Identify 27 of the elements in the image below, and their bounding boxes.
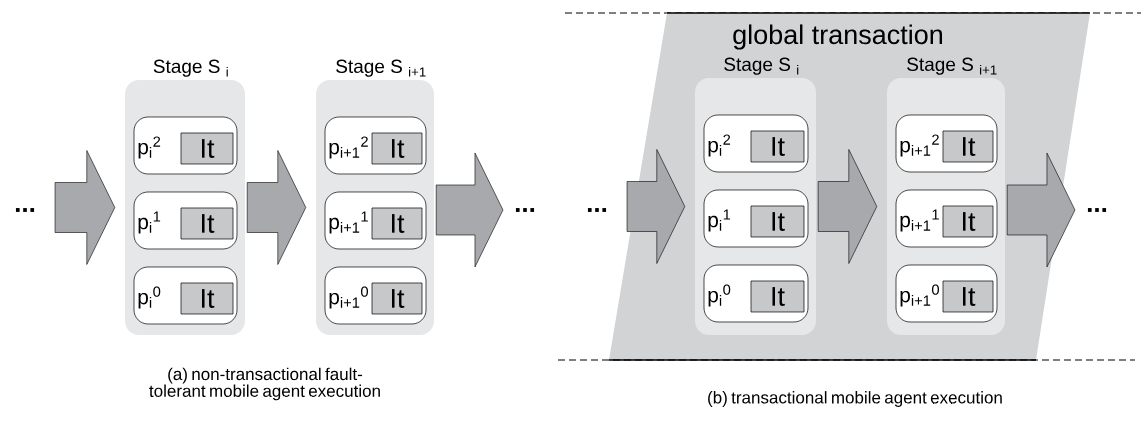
- item-box: It: [180, 132, 234, 165]
- block-arrow: [435, 152, 504, 268]
- item-box: It: [180, 282, 234, 315]
- block-arrow: [626, 149, 686, 264]
- item-box: It: [750, 280, 805, 313]
- node-label: Stage S $_{i}$: [153, 59, 228, 77]
- caption: (a) non-transactional fault-tolerant mobile agent execution: [149, 367, 380, 401]
- block-arrow: [817, 149, 878, 264]
- item-box: It: [180, 207, 234, 240]
- ellipsis: ...: [587, 208, 607, 212]
- node-label: Stage S $_{i+1}$: [336, 59, 426, 77]
- block-arrow: [246, 150, 307, 265]
- item-box: It: [750, 130, 805, 163]
- item-box: It: [942, 280, 994, 313]
- item-box: It: [371, 132, 423, 165]
- ellipsis: ...: [15, 208, 35, 212]
- node-label: Stage S $_{i+1}$: [907, 57, 997, 75]
- item-box: It: [942, 205, 994, 238]
- item-box: It: [942, 130, 994, 163]
- ellipsis: ...: [515, 208, 535, 212]
- item-box: It: [371, 282, 423, 315]
- block-arrow: [54, 150, 116, 265]
- caption: (b) transactional mobile agent execution: [708, 391, 1002, 407]
- item-box: It: [371, 207, 423, 240]
- item-box: It: [750, 205, 805, 238]
- node-label: Stage S $_{i}$: [724, 57, 799, 75]
- block-arrow: [1006, 152, 1076, 268]
